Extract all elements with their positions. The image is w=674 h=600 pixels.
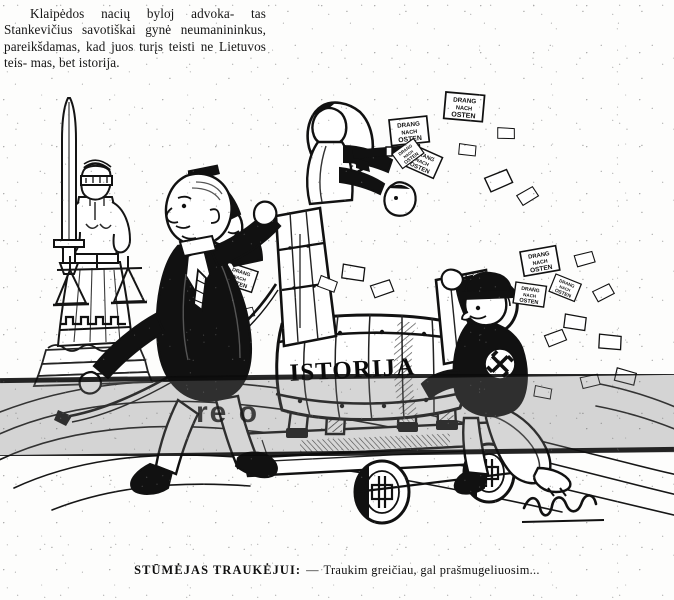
- top-caption: Klaipėdos nacių byloj advoka- tas Stanke…: [0, 6, 270, 72]
- bottom-caption: STŪMĖJAS TRAUKĖJUI: — Traukim greičiau, ga…: [0, 563, 674, 578]
- caption-line: Traukim greičiau, gal prašmugeliuosim...: [323, 563, 540, 577]
- top-caption-line-5: mas, bet istorija.: [30, 55, 120, 71]
- placard-cluster-right: [512, 244, 639, 402]
- horse-neck: [274, 206, 338, 348]
- soldier-head-right: [383, 181, 417, 217]
- artist-signature: [521, 487, 605, 523]
- caption-dash: —: [306, 563, 319, 577]
- sword-icon: [53, 97, 85, 275]
- cartoon-artwork: DRANG NACH OSTEN: [0, 84, 674, 534]
- top-caption-line-1: Klaipėdos nacių byloj advoka-: [30, 6, 235, 21]
- caption-speaker: STŪMĖJAS TRAUKĖJUI:: [134, 563, 302, 577]
